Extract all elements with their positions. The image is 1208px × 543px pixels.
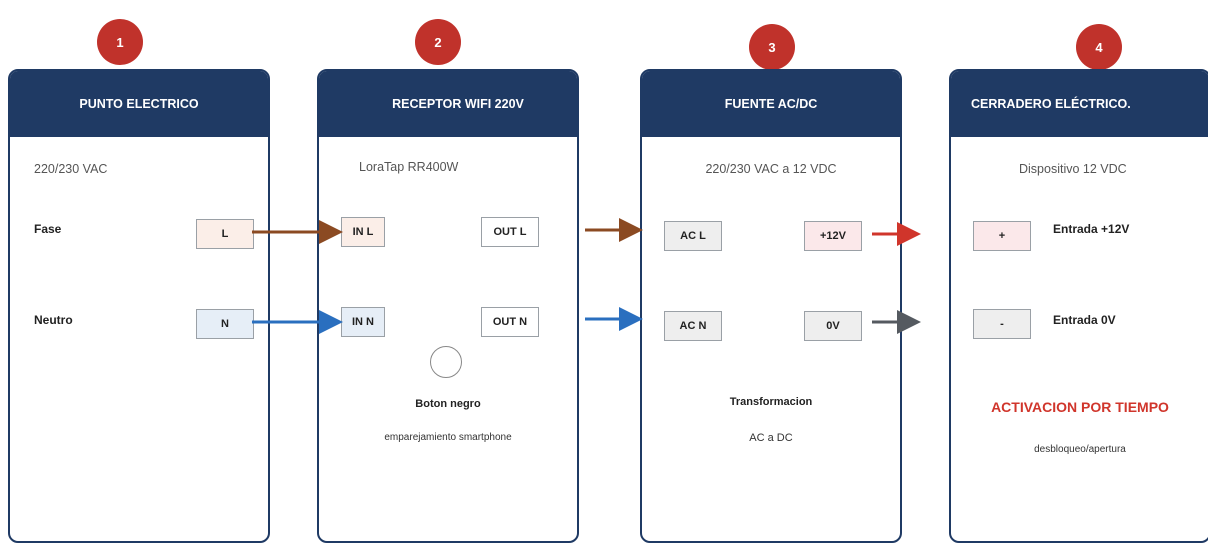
terminal-plus: + (973, 221, 1031, 251)
transform-description: AC a DC (749, 432, 793, 444)
terminal-in-n: IN N (341, 307, 385, 337)
panel-subtitle: LoraTap RR400W (359, 160, 459, 174)
terminal-0v: 0V (804, 311, 862, 341)
activation-title: ACTIVACION POR TIEMPO (991, 399, 1169, 415)
fase-label: Fase (34, 222, 62, 236)
step-badge-1: 1 (97, 19, 143, 65)
panel-subtitle: 220/230 VAC (34, 162, 108, 176)
activation-description: desbloqueo/apertura (1034, 444, 1126, 455)
terminal-ac-l: AC L (664, 221, 722, 251)
panel-title: PUNTO ELECTRICO (10, 71, 268, 137)
panel-punto-electrico: PUNTO ELECTRICO 220/230 VAC Fase L Neutr… (8, 69, 270, 543)
terminal-plus-12v: +12V (804, 221, 862, 251)
terminal-minus: - (973, 309, 1031, 339)
transform-title: Transformacion (729, 396, 813, 408)
panel-subtitle: 220/230 VAC a 12 VDC (705, 162, 837, 176)
terminal-ac-n: AC N (664, 311, 722, 341)
terminal-n: N (196, 309, 254, 339)
terminal-l: L (196, 219, 254, 249)
panel-title: RECEPTOR WIFI 220V (319, 71, 577, 137)
terminal-in-l: IN L (341, 217, 385, 247)
panel-title: FUENTE AC/DC (642, 71, 900, 137)
wiring-arrows (252, 218, 921, 334)
pairing-button-icon (430, 346, 462, 378)
step-badge-2: 2 (415, 19, 461, 65)
terminal-out-l: OUT L (481, 217, 539, 247)
panel-subtitle: Dispositivo 12 VDC (1019, 162, 1127, 176)
plus-input-label: Entrada +12V (1053, 222, 1130, 236)
step-badge-3: 3 (749, 24, 795, 70)
minus-input-label: Entrada 0V (1053, 313, 1116, 327)
panel-receptor-wifi: RECEPTOR WIFI 220V LoraTap RR400W IN L O… (317, 69, 579, 543)
button-description: emparejamiento smartphone (384, 432, 512, 443)
neutro-label: Neutro (34, 313, 73, 327)
panel-fuente-acdc: FUENTE AC/DC 220/230 VAC a 12 VDC AC L +… (640, 69, 902, 543)
step-badge-4: 4 (1076, 24, 1122, 70)
button-label: Boton negro (415, 398, 481, 410)
terminal-out-n: OUT N (481, 307, 539, 337)
panel-title: CERRADERO ELÉCTRICO. (951, 71, 1208, 137)
